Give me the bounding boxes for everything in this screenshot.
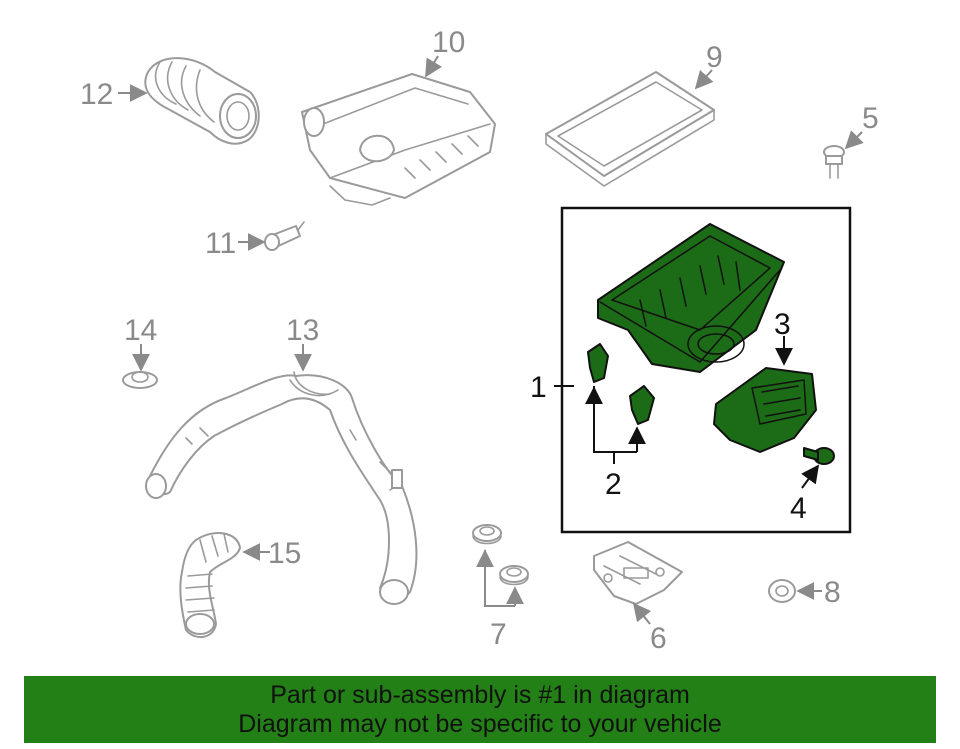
part-9-air-filter (545, 71, 715, 187)
leader-5 (844, 130, 864, 150)
part-6-bracket (593, 541, 683, 605)
callout-6: 6 (650, 622, 667, 655)
callout-12: 12 (80, 78, 113, 111)
callout-1: 1 (530, 371, 547, 404)
part-14-clip (122, 371, 158, 389)
callout-7: 7 (490, 618, 507, 651)
callout-2: 2 (605, 468, 622, 501)
part-1-air-box (597, 223, 785, 373)
callout-5: 5 (862, 102, 879, 135)
part-11-sensor (264, 221, 305, 251)
callout-10: 10 (432, 26, 465, 59)
part-12-intake-bellows (144, 57, 260, 145)
callout-4: 4 (790, 492, 807, 525)
leader-9 (694, 69, 714, 90)
air-box-body (597, 223, 785, 373)
part-5-bolt (823, 145, 845, 179)
banner-line-2: Diagram may not be specific to your vehi… (238, 709, 722, 738)
part-3-resonator (713, 367, 817, 453)
callout-11: 11 (205, 227, 236, 260)
part-13-air-duct (145, 371, 418, 605)
callout-9: 9 (706, 41, 723, 74)
leader-6 (632, 602, 652, 625)
part-7-grommets (472, 524, 529, 586)
parts-diagram: 12 10 9 5 11 14 (80, 26, 879, 655)
callout-13: 13 (286, 314, 319, 347)
info-banner: Part or sub-assembly is #1 in diagram Di… (24, 676, 936, 743)
part-4-bolt (803, 447, 835, 465)
part-8-nut (768, 579, 796, 603)
leader-10 (425, 55, 443, 78)
callout-15: 15 (268, 537, 301, 570)
callout-14: 14 (124, 314, 157, 347)
callout-8: 8 (824, 576, 841, 609)
part-10-air-box-cover (301, 73, 496, 206)
leader-4 (801, 464, 820, 489)
callout-3: 3 (774, 308, 791, 341)
part-15-hose (179, 532, 241, 639)
part-2-clips (587, 343, 655, 425)
assembly-1-box (560, 206, 852, 534)
banner-line-1: Part or sub-assembly is #1 in diagram (270, 680, 690, 709)
